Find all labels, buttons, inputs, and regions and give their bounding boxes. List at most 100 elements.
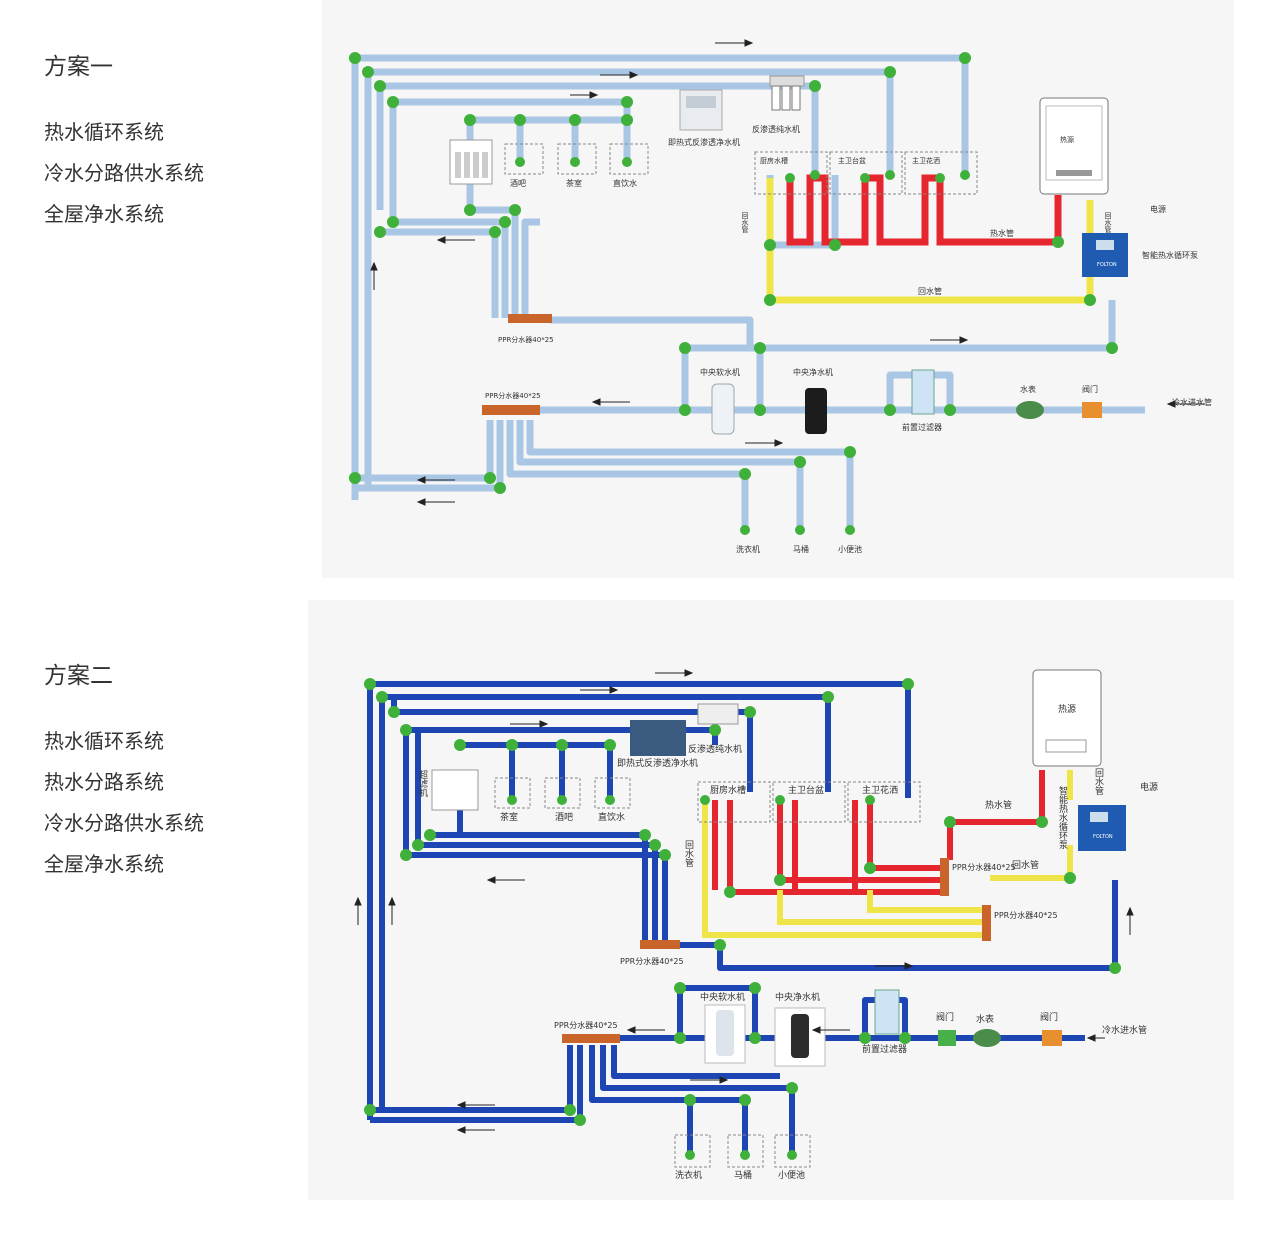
scheme-1-system: 冷水分路供水系统 <box>44 161 204 185</box>
label-washer-2: 洗衣机 <box>675 1169 702 1181</box>
purifier-2 <box>774 1007 826 1067</box>
label-bar-1: 酒吧 <box>510 179 526 188</box>
label-softener-2: 中央软水机 <box>700 991 745 1003</box>
ro-unit-2 <box>630 720 686 756</box>
valve1-2 <box>938 1030 956 1046</box>
softener-2 <box>704 1004 746 1064</box>
scheme-1-system: 全屋净水系统 <box>44 202 164 226</box>
label-power-1: 电源 <box>1150 204 1166 214</box>
label-master-basin-1: 主卫台盆 <box>838 156 866 165</box>
label-manifold-return-2: PPR分水器40*25 <box>994 910 1058 920</box>
label-instant-ro-1: 即热式反渗透净水机 <box>668 137 740 147</box>
label-pump-brand-2: FOLTON <box>1093 834 1113 840</box>
label-instant-ro-2: 即热式反渗透净水机 <box>617 757 698 769</box>
hot-pipes-1 <box>786 174 1062 246</box>
filter-1 <box>449 139 493 185</box>
prefilter-2 <box>874 989 900 1035</box>
flow-arrows-2 <box>354 669 1134 1134</box>
label-return-v-1: 回水管 <box>741 212 749 234</box>
fittings-1 <box>349 52 1118 535</box>
flow-arrows-1 <box>370 39 1205 506</box>
label-tea-2: 茶室 <box>500 811 518 823</box>
label-prefilter-1: 前置过滤器 <box>902 422 942 432</box>
label-hot-pipe-1: 热水管 <box>990 228 1014 238</box>
softener-1 <box>711 383 735 435</box>
valve-1 <box>1082 402 1102 418</box>
pump-1 <box>1082 233 1128 277</box>
scheme-2-system: 热水分路系统 <box>44 770 164 794</box>
label-drink-2: 直饮水 <box>598 811 625 823</box>
label-meter-2: 水表 <box>976 1013 994 1025</box>
label-ro-pure-1: 反渗透纯水机 <box>752 124 800 134</box>
fixture-boxes-1 <box>504 143 978 195</box>
label-purifier-2: 中央净水机 <box>775 991 820 1003</box>
label-prefilter-2: 前置过滤器 <box>862 1043 907 1055</box>
label-manifold-bottom-2: PPR分水器40*25 <box>554 1020 618 1030</box>
manifolds-2 <box>562 858 991 1043</box>
heater-2 <box>1032 669 1102 767</box>
label-meter-1: 水表 <box>1020 384 1036 394</box>
label-bar-2: 酒吧 <box>555 812 573 823</box>
prefilter-1 <box>911 369 935 415</box>
label-manifold-top-1: PPR分水器40*25 <box>498 335 554 344</box>
label-urinal-1: 小便池 <box>838 544 862 554</box>
label-pump-1: 智能热水循环泵 <box>1142 250 1198 260</box>
label-valve2-2: 阀门 <box>1040 1011 1058 1023</box>
manifold-top-1 <box>508 314 552 323</box>
ro-pure-1 <box>769 75 805 111</box>
label-softener-1: 中央软水机 <box>700 367 740 377</box>
manifold-bottom-1 <box>482 405 540 415</box>
label-ultra-filter-2: 超滤机 <box>417 769 428 798</box>
label-purifier-1: 中央净水机 <box>793 367 833 377</box>
label-valve-1: 阀门 <box>1082 384 1098 394</box>
label-cold-inlet-1: 冷水进水管 <box>1172 397 1212 407</box>
scheme-1-title: 方案一 <box>44 54 113 80</box>
meter-2 <box>973 1029 1001 1047</box>
label-return-pump-2: 回水管 <box>1093 768 1104 795</box>
label-return-v-2: 回水管 <box>683 840 694 867</box>
label-drink-1: 直饮水 <box>613 178 637 188</box>
label-return-v2-1: 回水管 <box>1104 212 1112 234</box>
fittings-2 <box>364 678 1121 1160</box>
label-urinal-2: 小便池 <box>778 1169 805 1181</box>
label-tea-1: 茶室 <box>566 178 582 188</box>
label-heater-1: 热源 <box>1060 135 1074 144</box>
label-master-shower-1: 主卫花洒 <box>912 156 940 165</box>
scheme-1-text: 方案一 热水循环系统 冷水分路供水系统 全屋净水系统 <box>44 52 204 235</box>
label-manifold-bottom-1: PPR分水器40*25 <box>485 391 541 400</box>
label-manifold-hot-2: PPR分水器40*25 <box>952 862 1016 872</box>
label-return-h-2: 回水管 <box>1012 859 1039 871</box>
label-kitchen-sink-1: 厨房水槽 <box>760 156 788 165</box>
ultra-filter-2 <box>431 769 479 811</box>
label-pump-2: 智能热水循环泵 <box>1057 785 1068 849</box>
heater-1 <box>1039 97 1109 195</box>
scheme-2-text: 方案二 热水循环系统 热水分路系统 冷水分路供水系统 全屋净水系统 <box>44 661 204 885</box>
ro-pure-2 <box>697 703 739 725</box>
label-toilet-1: 马桶 <box>793 544 809 554</box>
label-heater-2: 热源 <box>1058 703 1076 715</box>
label-valve1-2: 阀门 <box>936 1011 954 1023</box>
label-manifold-top-2: PPR分水器40*25 <box>620 956 684 966</box>
label-ro-pure-2: 反渗透纯水机 <box>688 743 742 755</box>
purifier-1 <box>805 388 827 434</box>
label-pump-brand-1: FOLTON <box>1097 262 1117 268</box>
scheme-2-system: 全屋净水系统 <box>44 852 164 876</box>
label-master-shower-2: 主卫花洒 <box>862 784 898 796</box>
label-cold-inlet-2: 冷水进水管 <box>1102 1024 1147 1036</box>
scheme-2-system: 冷水分路供水系统 <box>44 811 204 835</box>
label-power-2: 电源 <box>1140 781 1158 793</box>
ro-unit-1 <box>679 89 723 131</box>
scheme-2-system: 热水循环系统 <box>44 729 164 753</box>
label-hot-pipe-2: 热水管 <box>985 799 1012 811</box>
label-toilet-2: 马桶 <box>734 1169 752 1181</box>
scheme-2-title: 方案二 <box>44 663 113 689</box>
pump-2 <box>1078 805 1126 851</box>
label-kitchen-sink-2: 厨房水槽 <box>710 784 746 796</box>
meter-1 <box>1016 401 1044 419</box>
label-return-h-1: 回水管 <box>918 286 942 296</box>
label-washer-1: 洗衣机 <box>736 544 760 554</box>
scheme-1-system: 热水循环系统 <box>44 120 164 144</box>
label-master-basin-2: 主卫台盆 <box>788 784 824 796</box>
